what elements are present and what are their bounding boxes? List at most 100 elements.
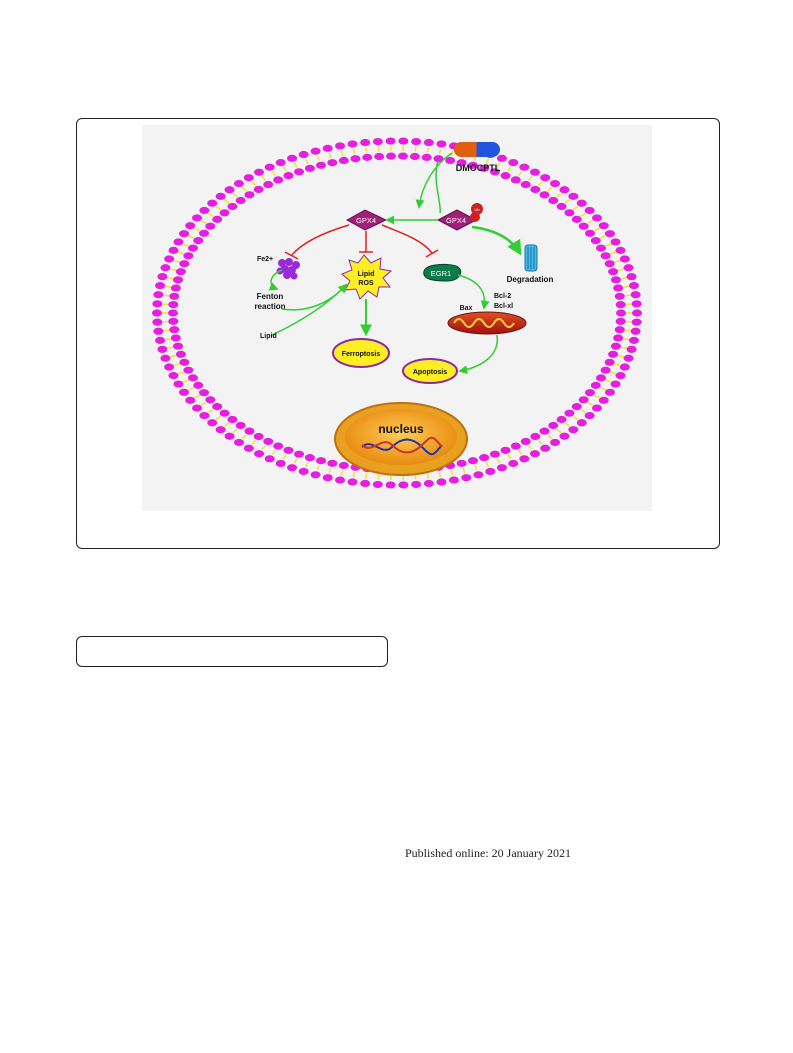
lipid-tail: [294, 164, 298, 168]
lipid-tail: [226, 422, 230, 426]
lipid-tail: [575, 417, 579, 421]
lipid-head: [508, 158, 519, 167]
lipid-tail: [596, 395, 600, 399]
lipid-tail: [473, 465, 477, 469]
lipid-head: [338, 156, 349, 165]
mitochondrion-icon: [447, 311, 527, 335]
lipid-head: [530, 185, 541, 194]
fenton-to-ros-arrow: [281, 283, 348, 311]
lipid-tail: [617, 363, 621, 367]
lipid-tail: [587, 221, 591, 225]
lipid-tail: [537, 183, 541, 187]
lipid-tail: [194, 227, 198, 231]
lipid-head: [199, 389, 210, 397]
lipid-tail: [620, 268, 624, 271]
lipid-tail: [623, 276, 627, 280]
lipid-head: [322, 474, 333, 482]
egr1-to-mito-arrow: [457, 274, 490, 310]
lipid-head: [610, 238, 621, 246]
degradation-label: Degradation: [507, 275, 554, 284]
lipid-head: [372, 480, 383, 489]
lipid-head: [207, 199, 218, 207]
lipid-tail: [215, 205, 219, 209]
lipid-head: [152, 300, 163, 308]
lipid-head: [168, 246, 179, 254]
lipid-head: [445, 156, 456, 165]
lipid-tail: [614, 260, 618, 263]
lipid-head: [224, 186, 235, 194]
lipid-head: [304, 454, 315, 462]
lipid-head: [578, 396, 589, 404]
lipid-tail: [582, 410, 587, 414]
lipid-tail: [167, 276, 171, 280]
lipid-head: [591, 404, 602, 412]
lipid-tail: [243, 434, 247, 438]
lipid-head: [264, 455, 275, 463]
bclxl-label: Bcl-xl: [494, 303, 513, 310]
lipid-head: [175, 350, 186, 358]
lipid-tail: [517, 449, 521, 453]
lipid-head: [173, 238, 184, 246]
lipid-head: [183, 252, 194, 260]
lipid-tail: [352, 474, 355, 478]
lipid-head: [192, 404, 203, 412]
lipid-tail: [217, 415, 222, 419]
lipid-head: [207, 419, 218, 427]
lipid-head: [263, 180, 274, 189]
lipid-head: [616, 309, 626, 317]
lipid-label: Lipid: [260, 333, 277, 340]
lipid-tail: [589, 219, 594, 223]
lipid-tail: [508, 456, 512, 460]
lipid-tail: [564, 200, 568, 204]
lipid-head: [254, 450, 265, 458]
lipid-tail: [207, 212, 212, 216]
lipid-ros-label-1: Lipid: [358, 271, 375, 278]
lipid-tail: [251, 441, 255, 445]
lipid-head: [508, 459, 519, 468]
fe-label: Fe2+: [257, 256, 273, 263]
lipid-head: [168, 317, 179, 325]
lipid-tail: [234, 428, 238, 432]
lipid-tail: [474, 467, 478, 471]
lipid-head: [610, 276, 621, 284]
lipid-head: [559, 186, 570, 194]
lipid-tail: [593, 228, 598, 232]
lipid-tail: [196, 228, 201, 232]
lipid-tail: [177, 251, 182, 254]
lipid-head: [287, 464, 298, 472]
lipid-head: [212, 403, 223, 411]
lipid-head: [520, 180, 531, 189]
lipid-head: [550, 179, 561, 188]
lipid-head: [576, 419, 587, 427]
pathway-diagram: nucleus DMOCPTL GPX4 GPX4 Ub: [142, 125, 652, 511]
lipid-head: [398, 137, 409, 145]
lipid-tail: [537, 439, 541, 443]
lipid-head: [244, 191, 255, 199]
lipid-head: [347, 140, 358, 148]
lipid-head: [584, 229, 595, 237]
lipid-head: [568, 192, 579, 200]
drug-to-gpx4-arrow: [415, 152, 453, 209]
lipid-head: [199, 411, 210, 420]
lipid-head: [456, 459, 467, 467]
lipid-tail: [602, 235, 606, 238]
lipid-tail: [167, 346, 171, 350]
lipid-tail: [329, 155, 332, 159]
lipid-head: [233, 179, 244, 188]
lipid-head: [631, 300, 642, 308]
lipid-tail: [549, 436, 553, 440]
lipid-tail: [572, 207, 577, 211]
lipid-head: [584, 411, 595, 420]
lipid-tail: [170, 355, 174, 358]
apoptosis-label: Apoptosis: [413, 369, 447, 376]
lipid-tail: [564, 422, 568, 426]
lipid-head: [283, 446, 294, 454]
lipid-tail: [497, 162, 501, 166]
lipid-head: [386, 152, 397, 160]
lipid-head: [496, 154, 507, 162]
lipid-tail: [519, 170, 523, 175]
lipid-tail: [485, 461, 488, 465]
lipid-tail: [203, 401, 207, 405]
lipid-tail: [614, 363, 618, 366]
lipid-head: [244, 427, 255, 435]
